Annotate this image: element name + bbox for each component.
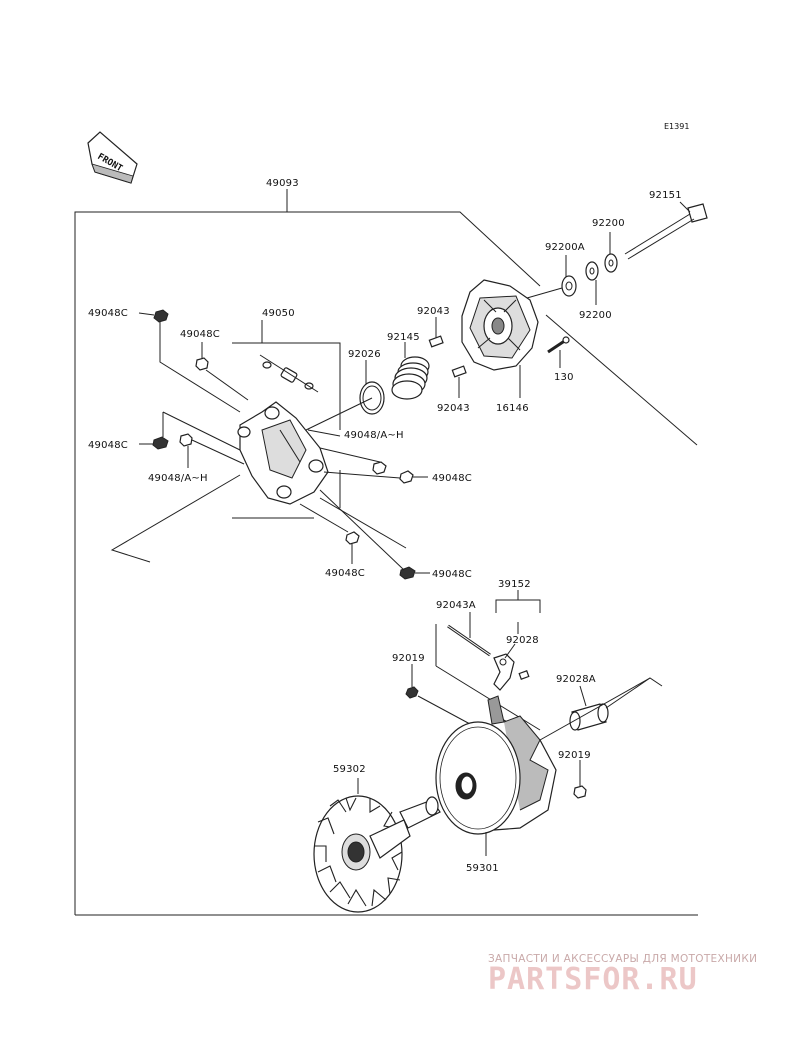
sheave-59301 bbox=[435, 695, 557, 835]
label-39152: 39152 bbox=[498, 579, 531, 590]
bushing-92200A bbox=[561, 275, 577, 297]
label-92028: 92028 bbox=[506, 635, 539, 646]
label-49048AH-1: 49048/A~H bbox=[148, 473, 208, 484]
roller-set bbox=[259, 354, 319, 393]
bolt-92151 bbox=[624, 201, 708, 260]
nut-49048C-2 bbox=[195, 357, 209, 371]
label-49048C-4: 49048C bbox=[432, 473, 472, 484]
label-92200-bottom: 92200 bbox=[579, 310, 612, 321]
pin-92043-bottom bbox=[451, 365, 467, 378]
label-92019-2: 92019 bbox=[558, 750, 591, 761]
bushing-92028A bbox=[569, 703, 609, 731]
label-92200A: 92200A bbox=[545, 242, 585, 253]
clip-92028 bbox=[493, 653, 530, 691]
sheave-59302 bbox=[313, 795, 441, 913]
label-49048C-1: 49048C bbox=[88, 308, 128, 319]
label-92145: 92145 bbox=[387, 332, 420, 343]
label-49048C-5: 49048C bbox=[325, 568, 365, 579]
label-130: 130 bbox=[554, 372, 574, 383]
watermark-logo: PARTSFOR.RU bbox=[488, 962, 698, 997]
watermark-tagline: ЗАПЧАСТИ И АКСЕССУАРЫ ДЛЯ МОТОТЕХНИКИ bbox=[488, 953, 758, 965]
label-49048AH-2: 49048/A~H bbox=[344, 430, 404, 441]
label-49050: 49050 bbox=[262, 308, 295, 319]
label-59302: 59302 bbox=[333, 764, 366, 775]
nut-49048C-5 bbox=[345, 531, 360, 545]
spider-16146 bbox=[461, 279, 539, 371]
label-49048C-6: 49048C bbox=[432, 569, 472, 580]
bolt-130 bbox=[547, 336, 570, 354]
label-16146: 16146 bbox=[496, 403, 529, 414]
pin-92043-top bbox=[428, 335, 444, 348]
nut-92019-1 bbox=[405, 686, 419, 699]
label-49093: 49093 bbox=[266, 178, 299, 189]
washer-92200-bottom bbox=[585, 261, 599, 281]
diagram-code: E1391 bbox=[664, 122, 689, 131]
label-92043-top: 92043 bbox=[417, 306, 450, 317]
label-92043A: 92043A bbox=[436, 600, 476, 611]
label-92043-bottom: 92043 bbox=[437, 403, 470, 414]
weight-arm-49048 bbox=[237, 401, 329, 505]
spring-92145 bbox=[391, 356, 430, 400]
nut-49048C-4 bbox=[399, 470, 414, 484]
nut-49048C-1 bbox=[153, 309, 169, 323]
nut-49048C-3 bbox=[152, 436, 169, 450]
label-92019-1: 92019 bbox=[392, 653, 425, 664]
label-92028A: 92028A bbox=[556, 674, 596, 685]
pin-92043A bbox=[447, 624, 491, 657]
nut-49048AH-1 bbox=[179, 433, 193, 447]
label-92200-top: 92200 bbox=[592, 218, 625, 229]
front-arrow-icon: FRONT bbox=[87, 131, 138, 184]
label-59301: 59301 bbox=[466, 863, 499, 874]
nut-49048AH-2 bbox=[372, 461, 387, 475]
label-92026: 92026 bbox=[348, 349, 381, 360]
label-49048C-3: 49048C bbox=[88, 440, 128, 451]
label-49048C-2: 49048C bbox=[180, 329, 220, 340]
assembly-frame bbox=[74, 189, 698, 916]
label-92151: 92151 bbox=[649, 190, 682, 201]
nut-92019-2 bbox=[573, 785, 587, 799]
washer-92200-top bbox=[604, 253, 618, 273]
